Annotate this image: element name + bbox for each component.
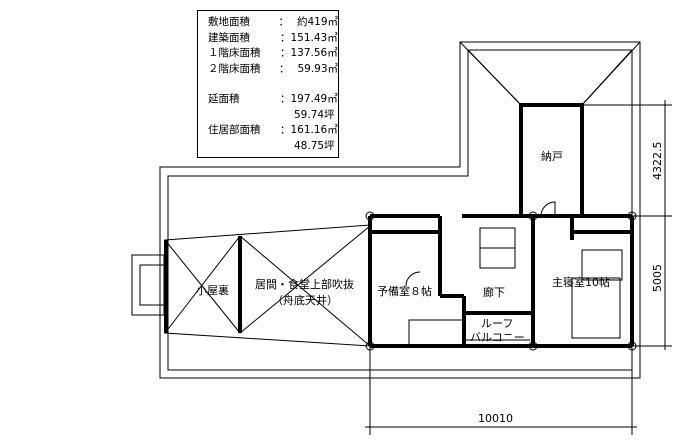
room-void: 居間・食堂上部吹抜 (255, 277, 354, 291)
roof-outline (159, 41, 641, 379)
room-spare: 予備室８帖 (377, 284, 432, 298)
room-balcony-2: バルコニー (470, 331, 525, 344)
dimension-width: 10010 (478, 412, 513, 425)
roof-inner-outline (167, 49, 633, 371)
room-storage: 納戸 (541, 150, 563, 163)
dimension-lower: 5005 (651, 264, 664, 292)
dimension-upper: 4322.5 (651, 142, 664, 181)
area-row: １階床面積：137.56㎡ (208, 47, 338, 59)
room-void-note: （舟底天井） (272, 293, 338, 307)
area-table: 敷地面積：約419㎡ 建築面積：151.43㎡ １階床面積：137.56㎡ ２階… (197, 10, 339, 158)
area-row: 敷地面積：約419㎡ (208, 16, 338, 28)
storage-walls (519, 103, 584, 218)
area-row: ２階床面積：59.93㎡ (208, 62, 338, 75)
total-area-row: 延面積：197.49㎡ (208, 93, 338, 105)
area-row: 建築面積：151.43㎡ (208, 31, 338, 44)
living-tsubo: 48.75坪 (294, 139, 335, 152)
total-tsubo: 59.74坪 (294, 108, 335, 121)
room-attic: 小屋裏 (196, 283, 229, 297)
room-master: 主寝室10帖 (552, 275, 610, 289)
room-balcony-1: ルーフ (481, 317, 513, 330)
dimension-lines (365, 100, 672, 435)
dormer (131, 254, 165, 316)
living-area-row: 住居部面積：161.16㎡ (208, 124, 338, 136)
room-hall: 廊下 (483, 285, 505, 299)
